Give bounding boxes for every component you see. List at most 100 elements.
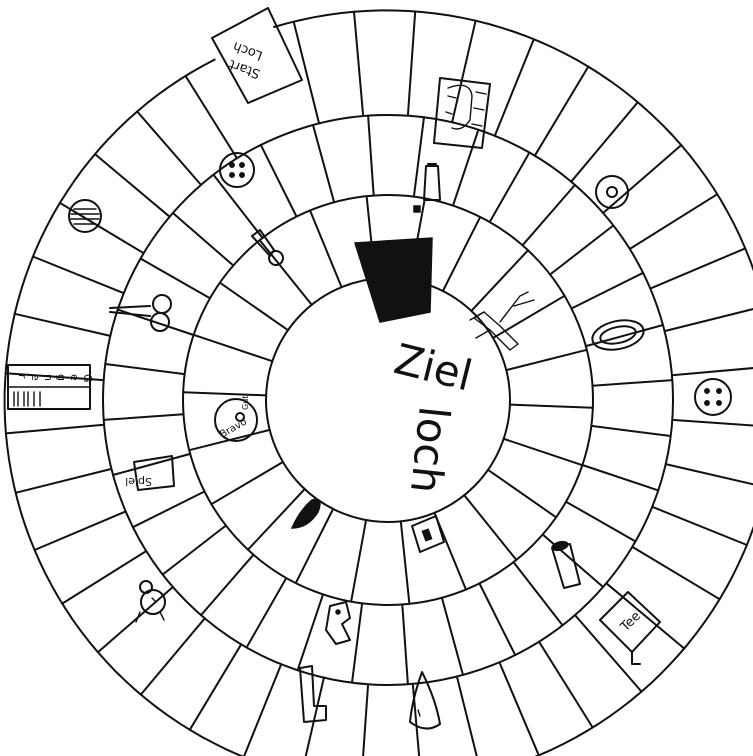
field-divider [60,203,144,253]
gegner-letter: G [81,374,94,383]
gegner-letter: n [42,374,55,381]
field-divider [632,547,719,599]
field-divider [665,306,753,331]
field-divider [113,454,190,475]
field-divider [442,598,463,675]
field-divider [543,535,603,588]
field-divider [499,662,538,755]
field-divider [566,502,635,542]
field-divider [457,677,481,756]
field-divider [186,76,238,158]
flag-icon [412,516,444,552]
gegner-letter: e [29,374,42,381]
field-divider [15,314,111,336]
field-divider [510,405,593,408]
field-divider [495,39,534,136]
field-divider [361,684,368,756]
field-divider [33,257,124,294]
field-divider [105,364,184,374]
field-divider [261,145,297,217]
field-divider [141,259,210,299]
robot-figure-icon [326,602,350,644]
field-divider [247,578,287,647]
field-divider [571,102,638,182]
field-divider [539,642,593,728]
field-divider [490,153,530,222]
field-divider [190,644,241,730]
field-divider [16,469,112,493]
field-divider [35,511,126,550]
field-divider [535,67,589,156]
field-divider [650,248,745,288]
field-divider [352,603,362,682]
field-divider [471,250,528,311]
field-divider [133,492,205,528]
field-divider [672,366,753,375]
field-divider [603,145,681,213]
field-divider [443,217,480,291]
lips-icon [292,499,320,528]
field-divider [488,470,556,518]
field-divider [593,380,673,386]
field-dividers [6,11,753,756]
field-divider [523,185,576,245]
four-hole-button-icon [695,379,731,415]
stone-arch-icon [434,78,490,148]
middle-track-ring [103,115,673,685]
bent-pipe-icon [300,666,326,722]
gegner-letter: r [16,374,29,379]
field-divider [506,350,587,370]
goal-word-ziel: Ziel [390,334,477,400]
gegner-letter: e [68,374,81,381]
field-divider [310,210,342,287]
field-divider [453,130,478,206]
field-divider [351,520,366,602]
field-divider [137,112,201,185]
field-divider [368,116,374,196]
field-divider [354,12,363,116]
field-divider [504,439,583,465]
round-grate-icon [69,200,101,232]
field-divider [586,325,663,346]
field-divider [401,521,410,604]
field-divider [201,555,254,615]
goal-word-loch: loch [401,404,459,496]
field-divider [572,273,644,309]
field-divider [211,462,283,504]
field-divider [194,335,273,361]
cylinder-icon [551,540,580,588]
bravo-top: Gut [241,396,250,410]
field-divider [6,425,104,434]
bravo-disc-icon: Gut Bravo [215,396,257,441]
field-divider [514,562,563,625]
field-divider [672,420,753,427]
field-divider [666,464,753,487]
field-divider [582,465,658,490]
goal-entrance-wedge [355,238,432,322]
field-divider [141,618,205,694]
ring-icon [596,176,628,208]
field-divider [414,117,424,196]
tee-label: Tee [617,609,644,636]
field-divider [480,584,516,656]
field-divider [630,194,718,249]
field-divider [313,125,334,202]
field-divider [260,240,312,305]
field-divider [591,426,670,436]
field-divider [95,154,170,217]
field-divider [402,605,408,685]
field-divider [104,414,184,420]
goal-hole: Ziel loch [390,334,477,496]
field-divider [452,21,476,123]
spiel-label: Spiel [125,475,152,488]
field-divider [408,11,415,115]
field-divider [652,507,747,545]
gegner-letter: g [55,374,68,381]
field-divider [464,495,516,560]
scissors-icon [110,295,171,331]
field-divider [163,526,226,575]
field-divider [298,594,323,670]
